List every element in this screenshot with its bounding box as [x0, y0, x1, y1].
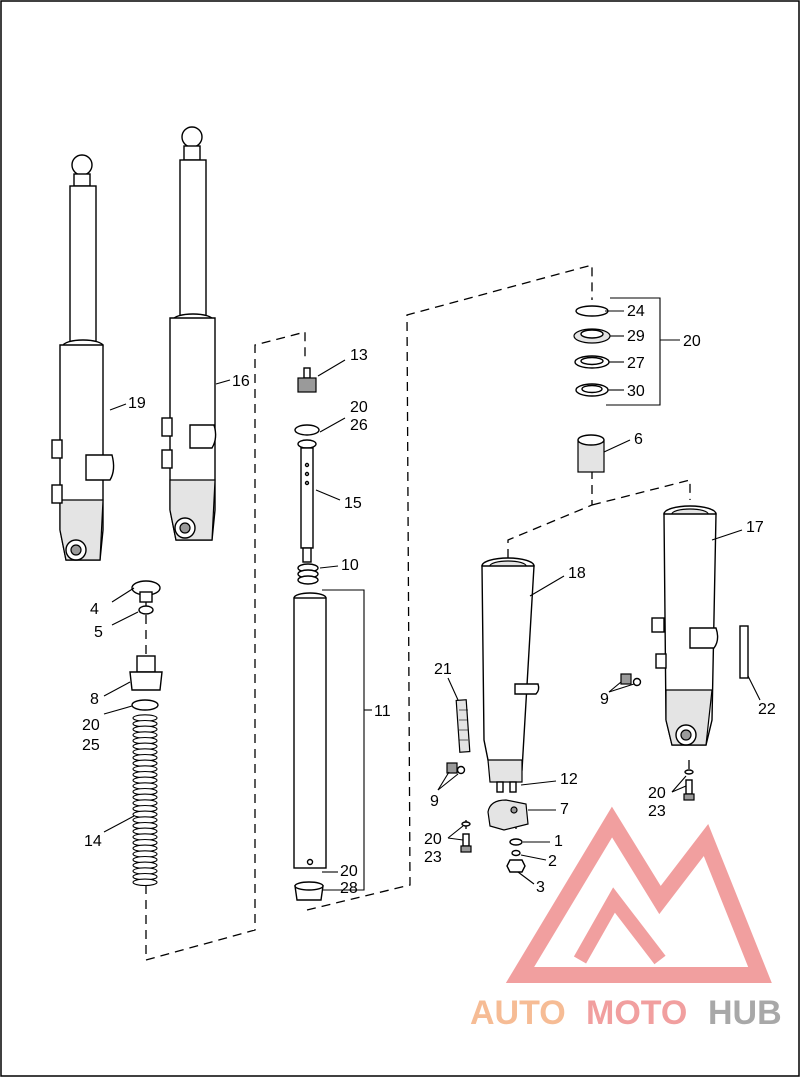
- callout-9-slider: 9: [430, 793, 439, 810]
- spring-10: [297, 563, 319, 585]
- callout-12: 12: [560, 771, 578, 788]
- reflector-21: [455, 699, 471, 753]
- callout-10: 10: [341, 557, 359, 574]
- callout-26: 26: [350, 417, 368, 434]
- callout-21: 21: [434, 661, 452, 678]
- callout-24: 24: [627, 303, 645, 320]
- callout-15: 15: [344, 495, 362, 512]
- oil-seal-29: [573, 328, 611, 344]
- callout-16: 16: [232, 373, 250, 390]
- callout-9-right: 9: [600, 691, 609, 708]
- callout-29: 29: [627, 328, 645, 345]
- callout-20-e: 20: [648, 785, 666, 802]
- callout-2: 2: [548, 853, 557, 870]
- washer-1: [509, 838, 523, 846]
- callout-23-a: 23: [424, 849, 442, 866]
- washer-20-25: [131, 699, 159, 711]
- callout-19: 19: [128, 395, 146, 412]
- watermark-moto: MOTO: [586, 994, 687, 1032]
- callout-20-c: 20: [683, 333, 701, 350]
- callout-8: 8: [90, 691, 99, 708]
- fork-slider-17: [651, 505, 719, 746]
- callout-6: 6: [634, 431, 643, 448]
- callout-4: 4: [90, 601, 99, 618]
- callout-30: 30: [627, 383, 645, 400]
- callout-labels: 19 16 13 20 26 15 10 11 20 28 24 29 27 3…: [82, 303, 776, 897]
- reflector-22: [739, 625, 749, 679]
- fork-slider-18: [481, 557, 540, 793]
- drain-plug-9-slider: [446, 762, 466, 775]
- bracket-group-11: [322, 589, 372, 891]
- callout-20-d: 20: [424, 831, 442, 848]
- callout-3: 3: [536, 879, 545, 896]
- nut-3: [506, 859, 526, 873]
- callout-20-f: 20: [82, 717, 100, 734]
- callout-20-a: 20: [350, 399, 368, 416]
- callout-27: 27: [627, 355, 645, 372]
- axle-cap-7: [487, 799, 529, 831]
- fork-cap-4: [131, 580, 161, 603]
- callout-5: 5: [94, 624, 103, 641]
- spacer-6: [577, 434, 605, 473]
- washer-27: [574, 355, 610, 369]
- callout-22: 22: [758, 701, 776, 718]
- fork-leg-19: [51, 154, 115, 561]
- adjuster-13: [297, 367, 317, 393]
- callout-11: 11: [374, 703, 391, 720]
- assembly-dash-lines: [145, 264, 691, 961]
- leader-lines: [103, 310, 761, 885]
- bushing-20-28: [294, 881, 324, 901]
- callout-13: 13: [350, 347, 368, 364]
- watermark-auto: AUTO: [470, 994, 566, 1032]
- ring-20-26: [294, 424, 320, 449]
- screw-20-23-left: [460, 821, 472, 853]
- lockwasher-2: [511, 849, 521, 857]
- callout-18: 18: [568, 565, 586, 582]
- spring-seat-8: [129, 655, 163, 691]
- callout-7: 7: [560, 801, 569, 818]
- callout-1: 1: [554, 833, 563, 850]
- o-ring-5: [138, 605, 154, 615]
- bushing-30: [575, 383, 609, 397]
- retaining-ring-24: [575, 305, 609, 317]
- damper-rod-15: [300, 447, 314, 563]
- fork-leg-16: [161, 126, 217, 541]
- callout-25: 25: [82, 737, 100, 754]
- spring-coil: [132, 878, 158, 887]
- callout-28: 28: [340, 880, 358, 897]
- callout-23-b: 23: [648, 803, 666, 820]
- callout-14: 14: [84, 833, 102, 850]
- drain-plug-9-right: [620, 673, 642, 687]
- fork-spring-14: [132, 714, 158, 887]
- fork-tube-11: [293, 592, 327, 869]
- callout-17: 17: [746, 519, 764, 536]
- watermark-hub: HUB: [708, 994, 782, 1032]
- watermark-logo: AUTO MOTO HUB: [470, 806, 782, 1032]
- callout-20-b: 20: [340, 863, 358, 880]
- screw-20-23-right: [683, 769, 695, 801]
- bracket-group-20: [606, 297, 680, 406]
